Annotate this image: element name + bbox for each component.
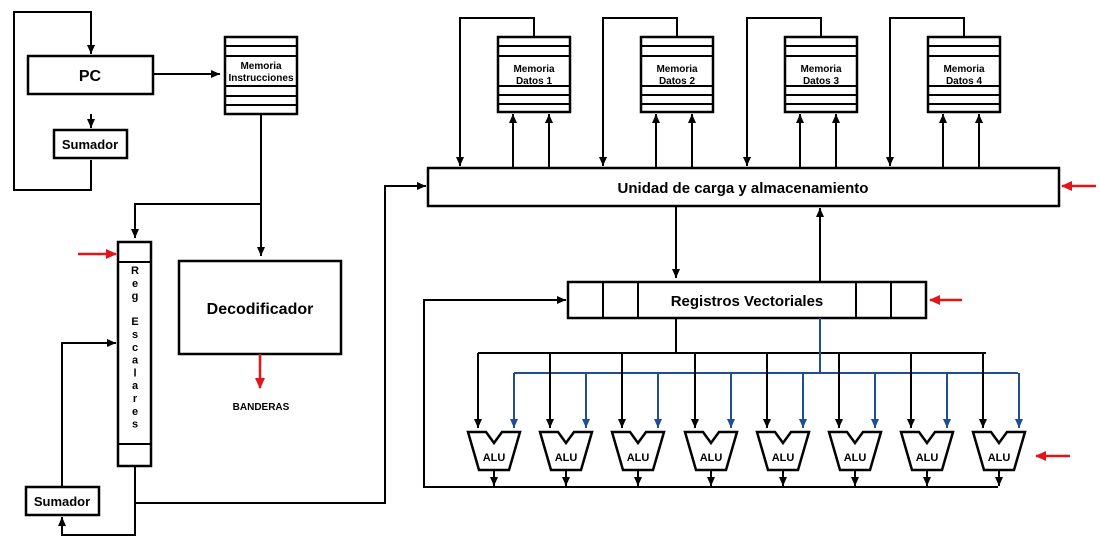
decodificador-label: Decodificador	[207, 301, 314, 318]
pc-block: PC	[26, 54, 155, 96]
sumador-top-label: Sumador	[62, 137, 118, 152]
memoria-datos-box	[926, 35, 1002, 114]
mem-read-loop	[456, 17, 535, 166]
pc-loop-wires	[13, 11, 220, 191]
decodificador-box	[177, 259, 343, 356]
sumador-top-box	[52, 128, 129, 160]
memoria-datos-box	[783, 35, 859, 114]
registros-vectoriales-block: Registros Vectoriales	[566, 280, 928, 320]
alu-array: ALU ALU ALU ALU ALU ALU ALU ALU	[466, 353, 1027, 486]
alu-2: ALU	[538, 353, 594, 486]
unidad-carga-label: Unidad de carga y almacenamiento	[618, 180, 869, 197]
memoria-datos-label-2: Datos 4	[946, 76, 983, 87]
alu-7: ALU	[899, 353, 955, 486]
alu-label: ALU	[483, 452, 506, 464]
scalar-loop-wires	[58, 182, 426, 536]
alu-writeback-wire	[423, 296, 998, 488]
alu-shape	[538, 430, 594, 472]
pc-box	[26, 54, 155, 96]
alu-5: ALU	[755, 353, 811, 486]
reg-escalares-letter: s	[132, 419, 138, 431]
reg-escalares-letter: a	[132, 380, 139, 392]
alu-1: ALU	[466, 353, 522, 486]
alu-label: ALU	[772, 452, 795, 464]
memoria-datos-label-1: Memoria	[656, 64, 698, 75]
banderas-label: BANDERAS	[233, 402, 290, 413]
reg-escalares-letter: E	[131, 316, 138, 328]
reg-escalares-letter: e	[132, 278, 138, 290]
alu-8: ALU	[971, 353, 1027, 486]
instruction-path-wires	[131, 114, 265, 256]
pc-label: PC	[79, 68, 102, 85]
memoria-datos-box	[639, 35, 715, 114]
decodificador-block: Decodificador	[177, 259, 343, 356]
alu-6: ALU	[827, 353, 883, 486]
alu-shape	[755, 430, 811, 472]
alu-shape	[827, 430, 883, 472]
alu-shape	[466, 430, 522, 472]
alu-shape	[610, 430, 666, 472]
alu-4: ALU	[683, 353, 739, 486]
alu-label: ALU	[988, 452, 1011, 464]
memoria-instrucciones: Memoria Instrucciones	[223, 35, 299, 116]
sumador-bottom-block: Sumador	[24, 485, 101, 517]
mem-read-loop	[599, 17, 678, 166]
reg-escalares-letter: s	[132, 329, 138, 341]
alu-shape	[899, 430, 955, 472]
reg-escalares-letter: r	[133, 393, 138, 405]
reg-escalares-letter: g	[132, 291, 139, 303]
alu-label: ALU	[555, 452, 578, 464]
memoria-datos-box	[496, 35, 572, 114]
registros-vectoriales-box	[566, 280, 928, 320]
reg-escalares-letter: a	[132, 355, 139, 367]
reg-escalares-letter: c	[132, 342, 138, 354]
memoria-datos-label-1: Memoria	[513, 64, 555, 75]
sumador-bottom-label: Sumador	[34, 494, 90, 509]
alu-label: ALU	[627, 452, 650, 464]
memoria-datos-label-1: Memoria	[943, 64, 985, 75]
memoria-datos-label-2: Datos 1	[516, 76, 553, 87]
reg-escalares-letter: l	[133, 367, 136, 379]
memoria-datos-label-2: Datos 2	[659, 76, 696, 87]
sumador-bottom-box	[24, 485, 101, 517]
mem-read-loop	[743, 17, 822, 166]
reg-escalares-letter: e	[132, 406, 138, 418]
memoria-instrucciones-label-1: Memoria	[240, 61, 282, 72]
alu-shape	[971, 430, 1027, 472]
load-store-vector-wires	[672, 206, 824, 282]
memoria-datos-label-2: Datos 3	[803, 76, 840, 87]
sumador-top-block: Sumador	[52, 128, 129, 160]
reg-escalares-letter: R	[131, 265, 139, 277]
alu-label: ALU	[844, 452, 867, 464]
alu-label: ALU	[700, 452, 723, 464]
memoria-datos-label-1: Memoria	[800, 64, 842, 75]
unidad-carga-block: Unidad de carga y almacenamiento	[426, 166, 1061, 208]
alu-shape	[683, 430, 739, 472]
registros-escalares-box	[116, 240, 153, 468]
alu-3: ALU	[610, 353, 666, 486]
unidad-carga-box	[426, 166, 1061, 208]
registros-vectoriales-label: Registros Vectoriales	[671, 293, 824, 310]
memoria-instrucciones-label-2: Instrucciones	[228, 73, 293, 84]
mem-read-loop	[886, 17, 965, 166]
alu-label: ALU	[916, 452, 939, 464]
